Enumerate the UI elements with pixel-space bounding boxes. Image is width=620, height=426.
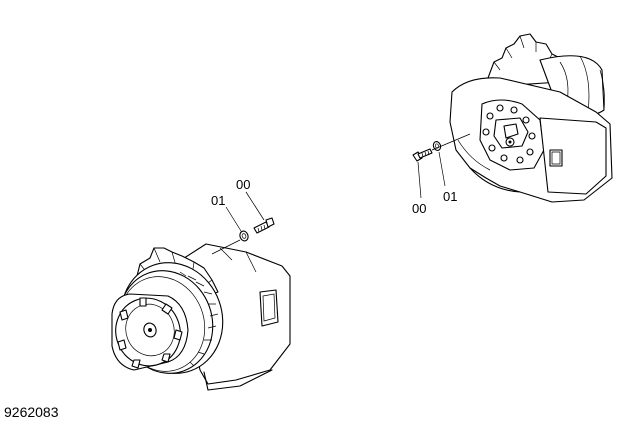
figure-number: 9262083 xyxy=(4,404,59,420)
callout-left-washer: 01 xyxy=(211,193,226,208)
right-bolt-holes xyxy=(482,104,536,164)
left-motor-assembly xyxy=(111,243,291,391)
right-washer xyxy=(432,141,442,151)
left-drum-teeth xyxy=(179,271,219,367)
left-bolt xyxy=(253,217,275,234)
right-motor-assembly xyxy=(449,33,613,203)
callout-right-bolt: 00 xyxy=(412,201,427,216)
right-bolt xyxy=(412,148,433,162)
callout-left-bolt: 00 xyxy=(236,177,251,192)
callout-right-washer: 01 xyxy=(443,189,458,204)
left-cover-notches xyxy=(117,297,183,369)
left-washer xyxy=(239,230,249,242)
